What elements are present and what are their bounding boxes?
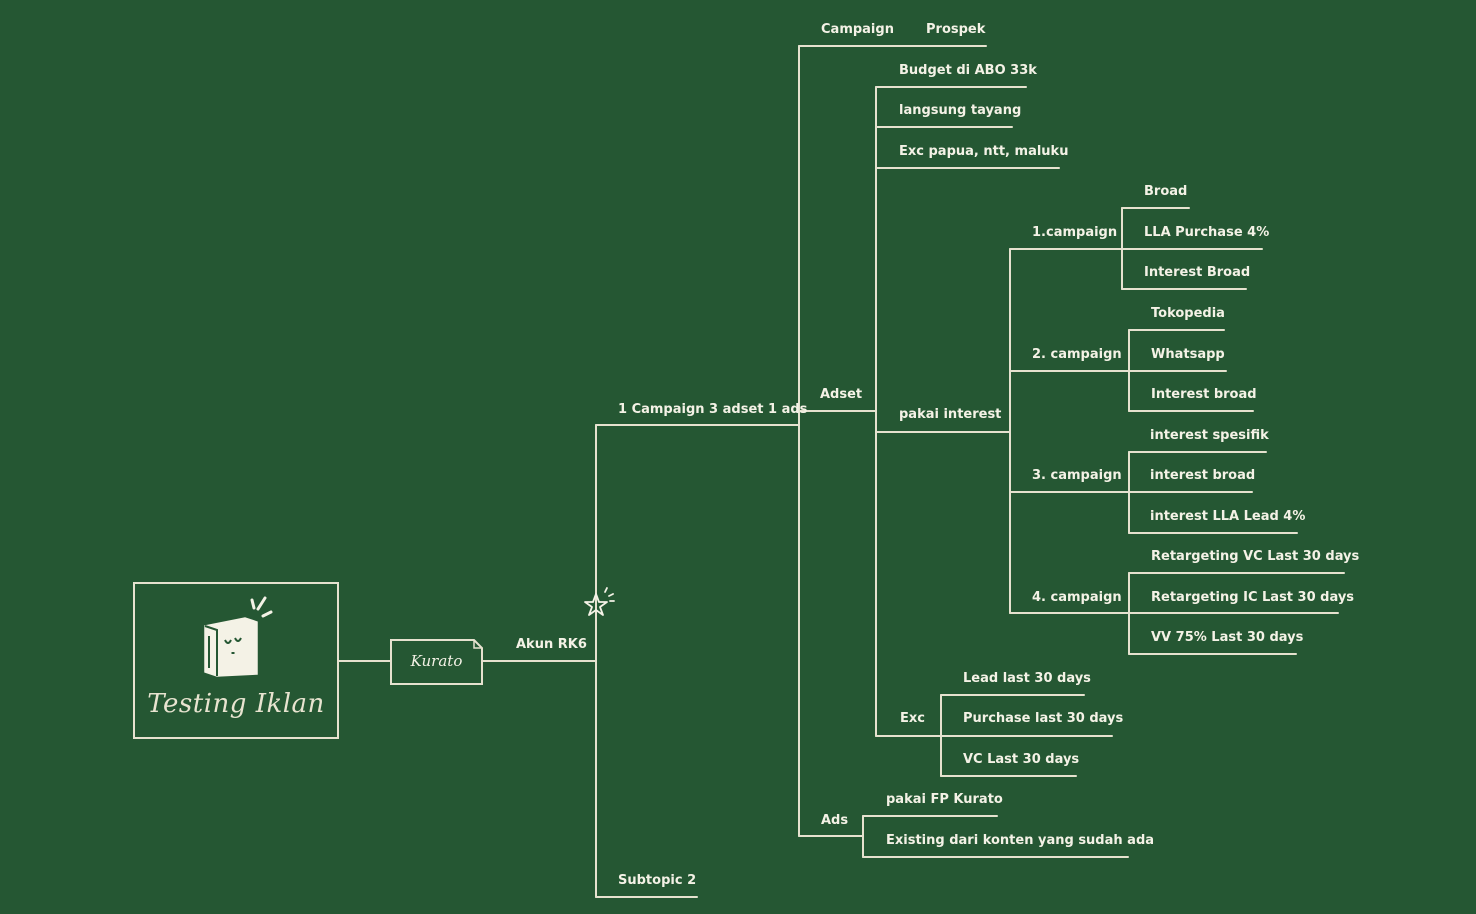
node-adset[interactable]: Adset (820, 387, 863, 402)
node-c1-broad[interactable]: Broad (1144, 184, 1188, 199)
node-ads-existing[interactable]: Existing dari konten yang sudah ada (886, 833, 1155, 848)
node-pakai-interest[interactable]: pakai interest (899, 407, 1002, 422)
node-langsung-tayang[interactable]: langsung tayang (899, 103, 1022, 118)
node-budget[interactable]: Budget di ABO 33k (899, 63, 1037, 78)
node-campaign-structure[interactable]: 1 Campaign 3 adset 1 ads (618, 402, 808, 417)
node-exc-lead[interactable]: Lead last 30 days (963, 671, 1091, 686)
node-campaign-3[interactable]: 3. campaign (1032, 468, 1122, 483)
node-c2-interest[interactable]: Interest broad (1151, 387, 1257, 402)
node-campaign-2[interactable]: 2. campaign (1032, 347, 1122, 362)
node-c3-spesifik[interactable]: interest spesifik (1150, 428, 1269, 443)
root-node[interactable]: Testing Iklan (133, 582, 339, 739)
node-c1-lla[interactable]: LLA Purchase 4% (1144, 225, 1270, 240)
node-c2-whatsapp[interactable]: Whatsapp (1151, 347, 1225, 362)
node-campaign-1[interactable]: 1.campaign (1032, 225, 1118, 240)
sparkle-star-icon (584, 587, 615, 616)
notebook-icon (204, 596, 273, 677)
node-campaign-4[interactable]: 4. campaign (1032, 590, 1122, 605)
node-c4-vc[interactable]: Retargeting VC Last 30 days (1151, 549, 1360, 564)
node-c3-broad[interactable]: interest broad (1150, 468, 1256, 483)
node-campaign[interactable]: Campaign (821, 22, 894, 37)
node-ads[interactable]: Ads (821, 813, 849, 828)
node-c2-tokopedia[interactable]: Tokopedia (1151, 306, 1225, 321)
node-exc[interactable]: Exc (900, 711, 925, 726)
node-exc-vc[interactable]: VC Last 30 days (963, 752, 1080, 767)
node-exc-purchase[interactable]: Purchase last 30 days (963, 711, 1124, 726)
node-c1-interest[interactable]: Interest Broad (1144, 265, 1251, 280)
kurato-label: Kurato (410, 652, 463, 670)
node-exc-region[interactable]: Exc papua, ntt, maluku (899, 144, 1069, 159)
node-akun-rk6[interactable]: Akun RK6 (516, 637, 587, 652)
root-title: Testing Iklan (147, 689, 325, 719)
kurato-node[interactable]: Kurato (390, 639, 483, 685)
node-c3-lla[interactable]: interest LLA Lead 4% (1150, 509, 1306, 524)
document-shape-icon (390, 639, 483, 685)
node-c4-ic[interactable]: Retargeting IC Last 30 days (1151, 590, 1355, 605)
node-ads-fp[interactable]: pakai FP Kurato (886, 792, 1003, 807)
node-subtopic-2[interactable]: Subtopic 2 (618, 873, 697, 888)
node-c4-vv[interactable]: VV 75% Last 30 days (1151, 630, 1304, 645)
node-prospek[interactable]: Prospek (926, 22, 986, 37)
